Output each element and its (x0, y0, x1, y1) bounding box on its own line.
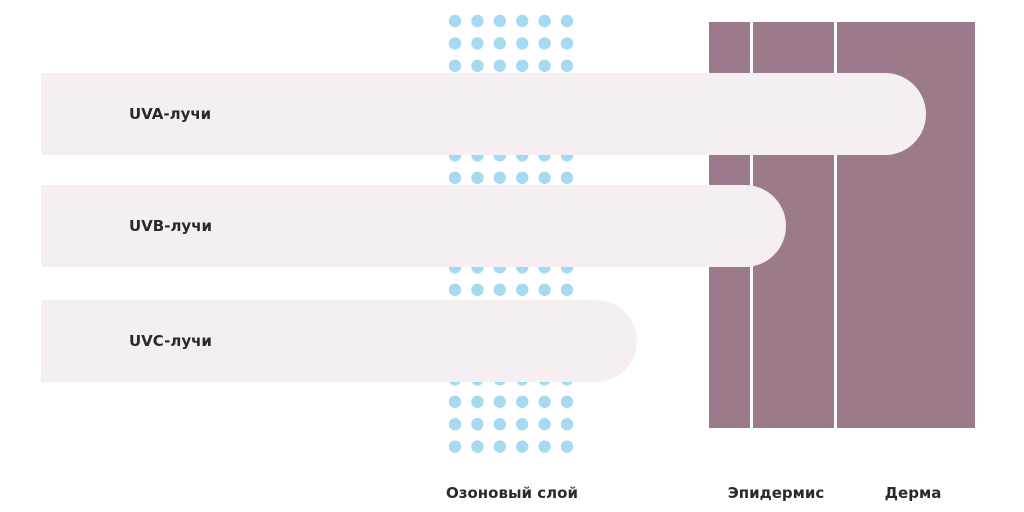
ozone-dot (560, 171, 574, 184)
ozone-dot (538, 37, 551, 50)
ray-uvc-label: UVC-лучи (129, 332, 212, 350)
ozone-dot (516, 395, 529, 408)
ozone-dot (516, 418, 529, 431)
ray-uvb: UVB-лучи (41, 185, 786, 267)
ozone-dot (493, 283, 506, 296)
ozone-dot (538, 14, 551, 28)
ozone-dot (448, 59, 462, 72)
ozone-dot (493, 440, 506, 453)
ozone-dot (516, 14, 529, 28)
ozone-dot (516, 440, 529, 453)
ozone-dot (516, 59, 529, 72)
ray-uva: UVA-лучи (41, 73, 926, 155)
ozone-dot (448, 440, 462, 453)
ozone-dot (471, 14, 484, 28)
epidermis-label: Эпидермис (727, 484, 825, 502)
ozone-dot (493, 59, 506, 72)
ozone-dot (560, 283, 574, 296)
ozone-dot (560, 59, 574, 72)
ozone-dot (448, 418, 462, 431)
ozone-dot (448, 395, 462, 408)
ozone-dot (538, 283, 551, 296)
ozone-dot (471, 37, 484, 50)
ozone-dot (471, 283, 484, 296)
ray-uvb-label: UVB-лучи (129, 217, 213, 235)
ozone-dot (560, 440, 574, 453)
ozone-dot (448, 37, 462, 50)
ozone-dot (448, 14, 462, 28)
ozone-dot (538, 59, 551, 72)
ozone-dot (471, 59, 484, 72)
ray-uvc: UVC-лучи (41, 300, 637, 382)
ozone-dot (471, 395, 484, 408)
ozone-dot (493, 171, 506, 184)
ozone-dot (516, 171, 529, 184)
ozone-dot (493, 418, 506, 431)
ozone-dot (471, 171, 484, 184)
ozone-dot (448, 171, 462, 184)
ozone-dot (448, 283, 462, 296)
dermis-label: Дерма (884, 484, 942, 502)
ozone-dot (493, 14, 506, 28)
ozone-dot (560, 37, 574, 50)
ozone-dot (516, 283, 529, 296)
ozone-dot (560, 418, 574, 431)
ozone-dot (493, 37, 506, 50)
ozone-dot (560, 14, 574, 28)
ozone-dot (560, 395, 574, 408)
ozone-dot (538, 395, 551, 408)
ozone-dot (538, 440, 551, 453)
ozone-dot (471, 418, 484, 431)
ozone-dot (471, 440, 484, 453)
ray-uva-label: UVA-лучи (129, 105, 212, 123)
ozone-dot (538, 418, 551, 431)
ozone-dot (516, 37, 529, 50)
ozone-layer-label: Озоновый слой (446, 484, 578, 502)
ozone-dot (538, 171, 551, 184)
ozone-dot (493, 395, 506, 408)
